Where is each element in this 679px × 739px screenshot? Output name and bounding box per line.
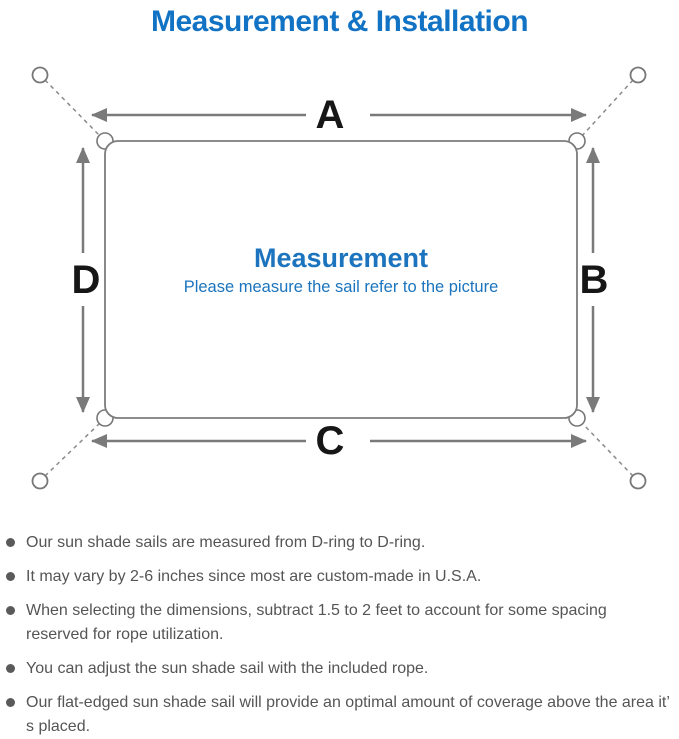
instruction-item: Our flat-edged sun shade sail will provi… [6, 691, 673, 739]
measurement-diagram: A B C D Measurement Please measure the s… [31, 66, 647, 490]
rope-line-bottom-right [580, 421, 634, 477]
bullet-dot [6, 606, 15, 615]
diagram-center-subtitle: Please measure the sail refer to the pic… [184, 278, 499, 296]
instruction-item: You can adjust the sun shade sail with t… [6, 657, 673, 681]
instruction-text: When selecting the dimensions, subtract … [26, 602, 607, 643]
page-title: Measurement & Installation [150, 5, 529, 38]
instruction-list: Our sun shade sails are measured from D-… [0, 531, 679, 739]
instruction-item: When selecting the dimensions, subtract … [6, 599, 673, 647]
instruction-text: Our flat-edged sun shade sail will provi… [26, 694, 670, 735]
rope-line-top-left [44, 79, 102, 138]
anchor-point-bottom-left [31, 472, 49, 490]
instruction-item: It may vary by 2-6 inches since most are… [6, 565, 673, 589]
bullet-dot [6, 698, 15, 707]
bullet-dot [6, 538, 15, 547]
sail-rectangle [104, 140, 578, 419]
bullet-dot [6, 572, 15, 581]
anchor-point-bottom-right [629, 472, 647, 490]
dimension-label-b: B [580, 258, 609, 302]
rope-line-top-right [580, 79, 634, 138]
instruction-text: Our sun shade sails are measured from D-… [26, 534, 426, 551]
instruction-text: You can adjust the sun shade sail with t… [26, 660, 429, 677]
dimension-label-a: A [316, 93, 345, 137]
instruction-text: It may vary by 2-6 inches since most are… [26, 568, 482, 585]
anchor-point-top-right [629, 66, 647, 84]
anchor-point-top-left [31, 66, 49, 84]
bullet-dot [6, 664, 15, 673]
dimension-label-c: C [316, 419, 345, 463]
instruction-item: Our sun shade sails are measured from D-… [6, 531, 673, 555]
rope-line-bottom-left [44, 421, 102, 477]
diagram-center-title: Measurement [254, 243, 428, 273]
dimension-label-d: D [72, 258, 101, 302]
